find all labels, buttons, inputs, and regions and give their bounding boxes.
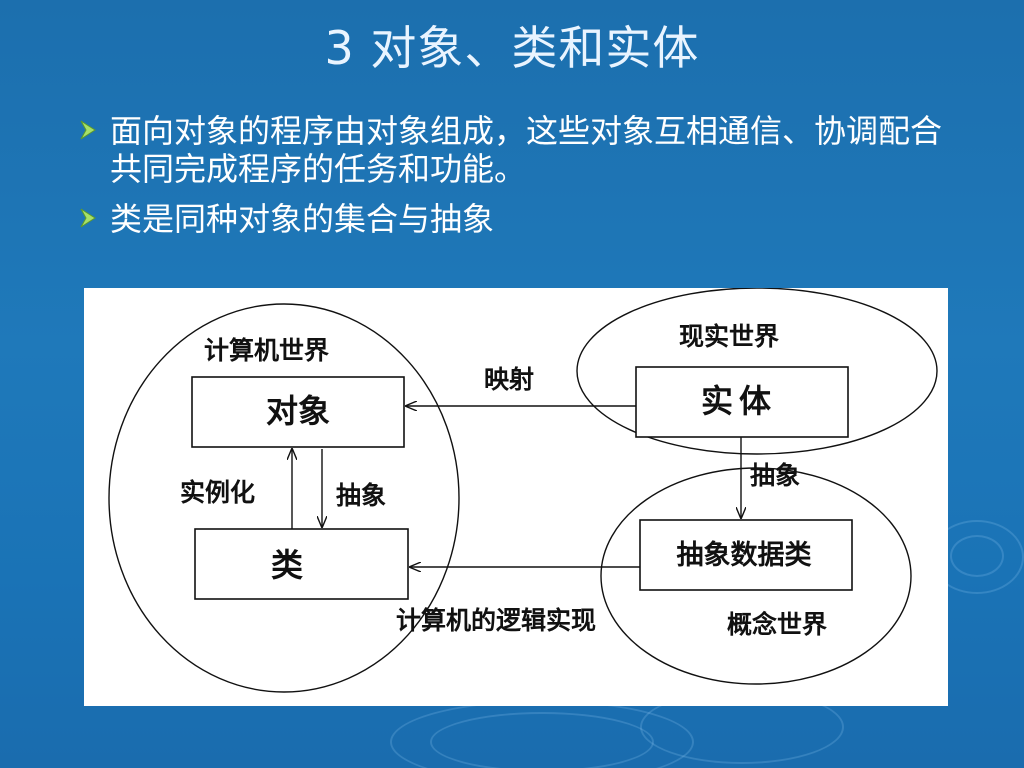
entity-box: [635, 366, 849, 438]
object-box: [191, 376, 405, 448]
ripple-decoration: [950, 535, 1004, 577]
arrow-bullet-icon: [80, 208, 96, 228]
logical-realization-label: 计算机的逻辑实现: [396, 606, 596, 635]
computer-world-ellipse: [108, 303, 460, 693]
real-world-ellipse: [576, 288, 938, 455]
bullet-list: 面向对象的程序由对象组成，这些对象互相通信、协调配合共同完成程序的任务和功能。 …: [78, 112, 958, 250]
bullet-text: 面向对象的程序由对象组成，这些对象互相通信、协调配合共同完成程序的任务和功能。: [110, 112, 943, 188]
concept-world-ellipse: [600, 467, 912, 685]
entity-box-label: 实体: [701, 382, 777, 420]
mapping-label: 映射: [484, 365, 534, 394]
concept-world-label: 概念世界: [727, 610, 827, 639]
arrow-bullet-icon: [80, 120, 96, 140]
bullet-item: 类是同种对象的集合与抽象: [78, 200, 958, 238]
abstract-data-class-box: [639, 519, 853, 591]
bullet-text: 类是同种对象的集合与抽象: [110, 200, 495, 238]
instantiation-label: 实例化: [180, 478, 255, 507]
class-box: [194, 528, 409, 600]
object-box-label: 对象: [266, 392, 330, 430]
class-box-label: 类: [271, 546, 303, 584]
real-world-label: 现实世界: [679, 322, 779, 351]
ripple-decoration: [430, 712, 654, 768]
computer-world-label: 计算机世界: [204, 336, 329, 365]
bullet-item: 面向对象的程序由对象组成，这些对象互相通信、协调配合共同完成程序的任务和功能。: [78, 112, 958, 188]
abstraction-label-right: 抽象: [750, 461, 800, 490]
slide-title: 3 对象、类和实体: [324, 21, 700, 75]
object-class-entity-diagram: 计算机世界 现实世界 概念世界 映射 实例化 抽象 抽象 计算机的逻辑实现 对象…: [84, 288, 948, 706]
abstract-data-class-box-label: 抽象数据类: [677, 539, 812, 571]
diagram-canvas: 计算机世界 现实世界 概念世界 映射 实例化 抽象 抽象 计算机的逻辑实现 对象…: [108, 288, 938, 693]
abstraction-label-left: 抽象: [336, 481, 386, 510]
